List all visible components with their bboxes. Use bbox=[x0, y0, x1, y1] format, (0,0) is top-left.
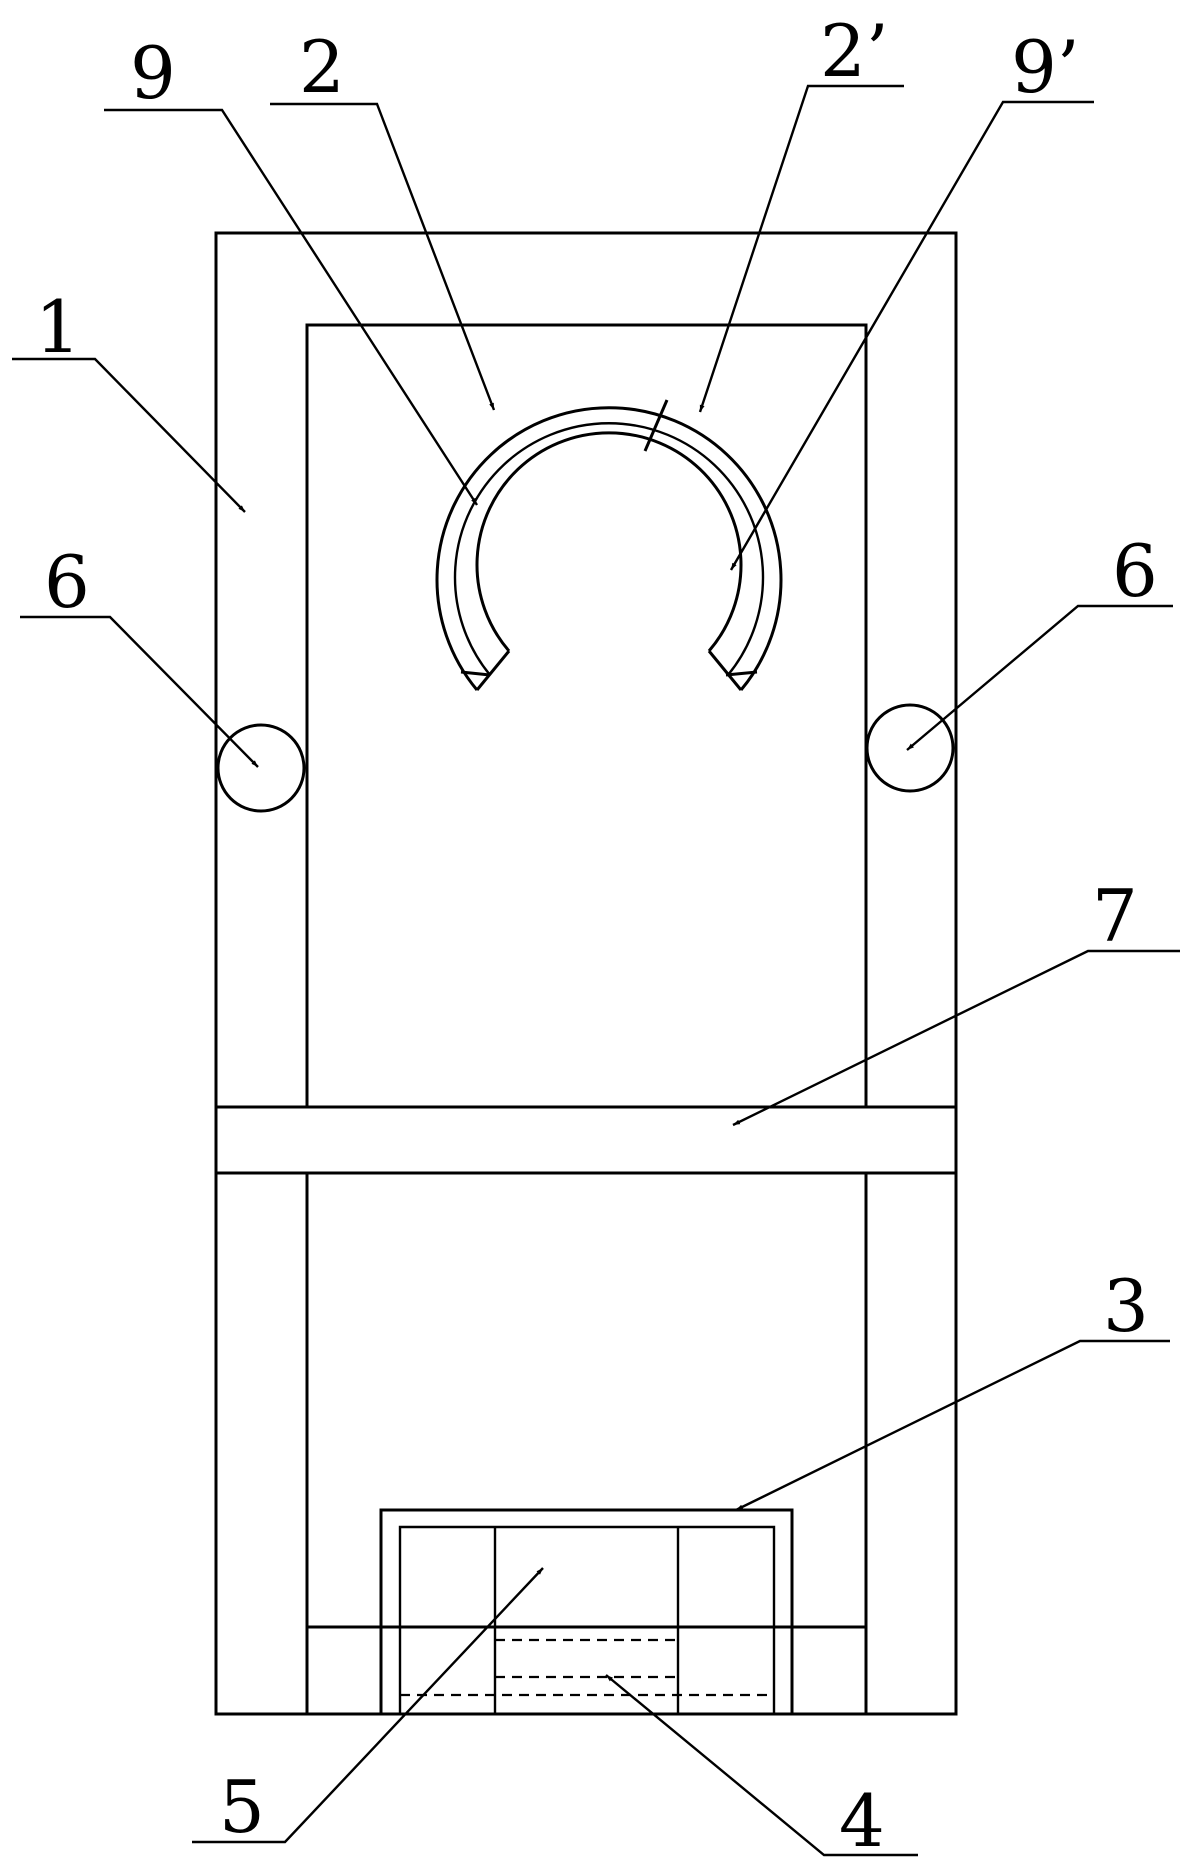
label-4: 4 bbox=[839, 1779, 885, 1861]
base-seat bbox=[307, 1508, 866, 1714]
right-pin bbox=[865, 703, 955, 793]
leader-lines bbox=[12, 84, 1180, 1857]
label-9: 9 bbox=[130, 31, 176, 115]
inner-panel bbox=[305, 323, 868, 1714]
label-6-right: 6 bbox=[1112, 529, 1158, 613]
label-6-left: 6 bbox=[44, 540, 90, 624]
label-2: 2 bbox=[299, 25, 345, 109]
outer-frame bbox=[214, 231, 958, 1716]
label-5: 5 bbox=[219, 1765, 265, 1849]
left-pin bbox=[216, 723, 306, 813]
label-3: 3 bbox=[1103, 1264, 1149, 1348]
label-7: 7 bbox=[1092, 874, 1138, 958]
label-1: 1 bbox=[35, 285, 81, 369]
label-9-prime: 9’ bbox=[1011, 25, 1080, 109]
crossbar bbox=[216, 1105, 956, 1175]
label-2-prime: 2’ bbox=[820, 9, 889, 93]
c-clamp bbox=[435, 399, 783, 691]
